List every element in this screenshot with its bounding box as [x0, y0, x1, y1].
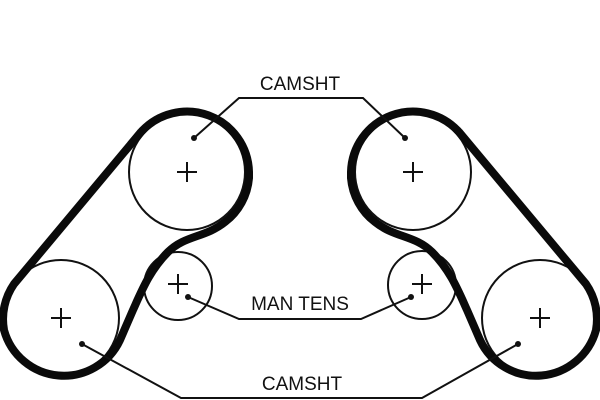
timing-belt-right	[347, 107, 600, 380]
center-cross-icon	[403, 162, 423, 182]
leader-man-tens	[187, 296, 412, 320]
center-cross-icon	[168, 274, 188, 294]
label-bottom-camshaft: CAMSHT	[262, 374, 343, 395]
leader-dot	[185, 294, 191, 300]
label-manual-tensioner: MAN TENS	[251, 294, 349, 315]
leader-dot	[191, 135, 197, 141]
center-marks	[51, 162, 550, 328]
label-top-camshaft: CAMSHT	[260, 74, 341, 95]
center-cross-icon	[51, 308, 71, 328]
leader-dot	[408, 294, 414, 300]
leader-dot	[79, 341, 85, 347]
pulleys	[2, 113, 599, 377]
center-cross-icon	[412, 274, 432, 294]
leader-bottom-camshaft	[81, 343, 519, 399]
center-cross-icon	[177, 162, 197, 182]
leader-top-camshaft	[193, 97, 406, 139]
leader-dot	[515, 341, 521, 347]
center-cross-icon	[530, 308, 550, 328]
leader-dot	[402, 135, 408, 141]
leader-lines	[79, 97, 521, 399]
timing-belt-left	[0, 107, 253, 380]
